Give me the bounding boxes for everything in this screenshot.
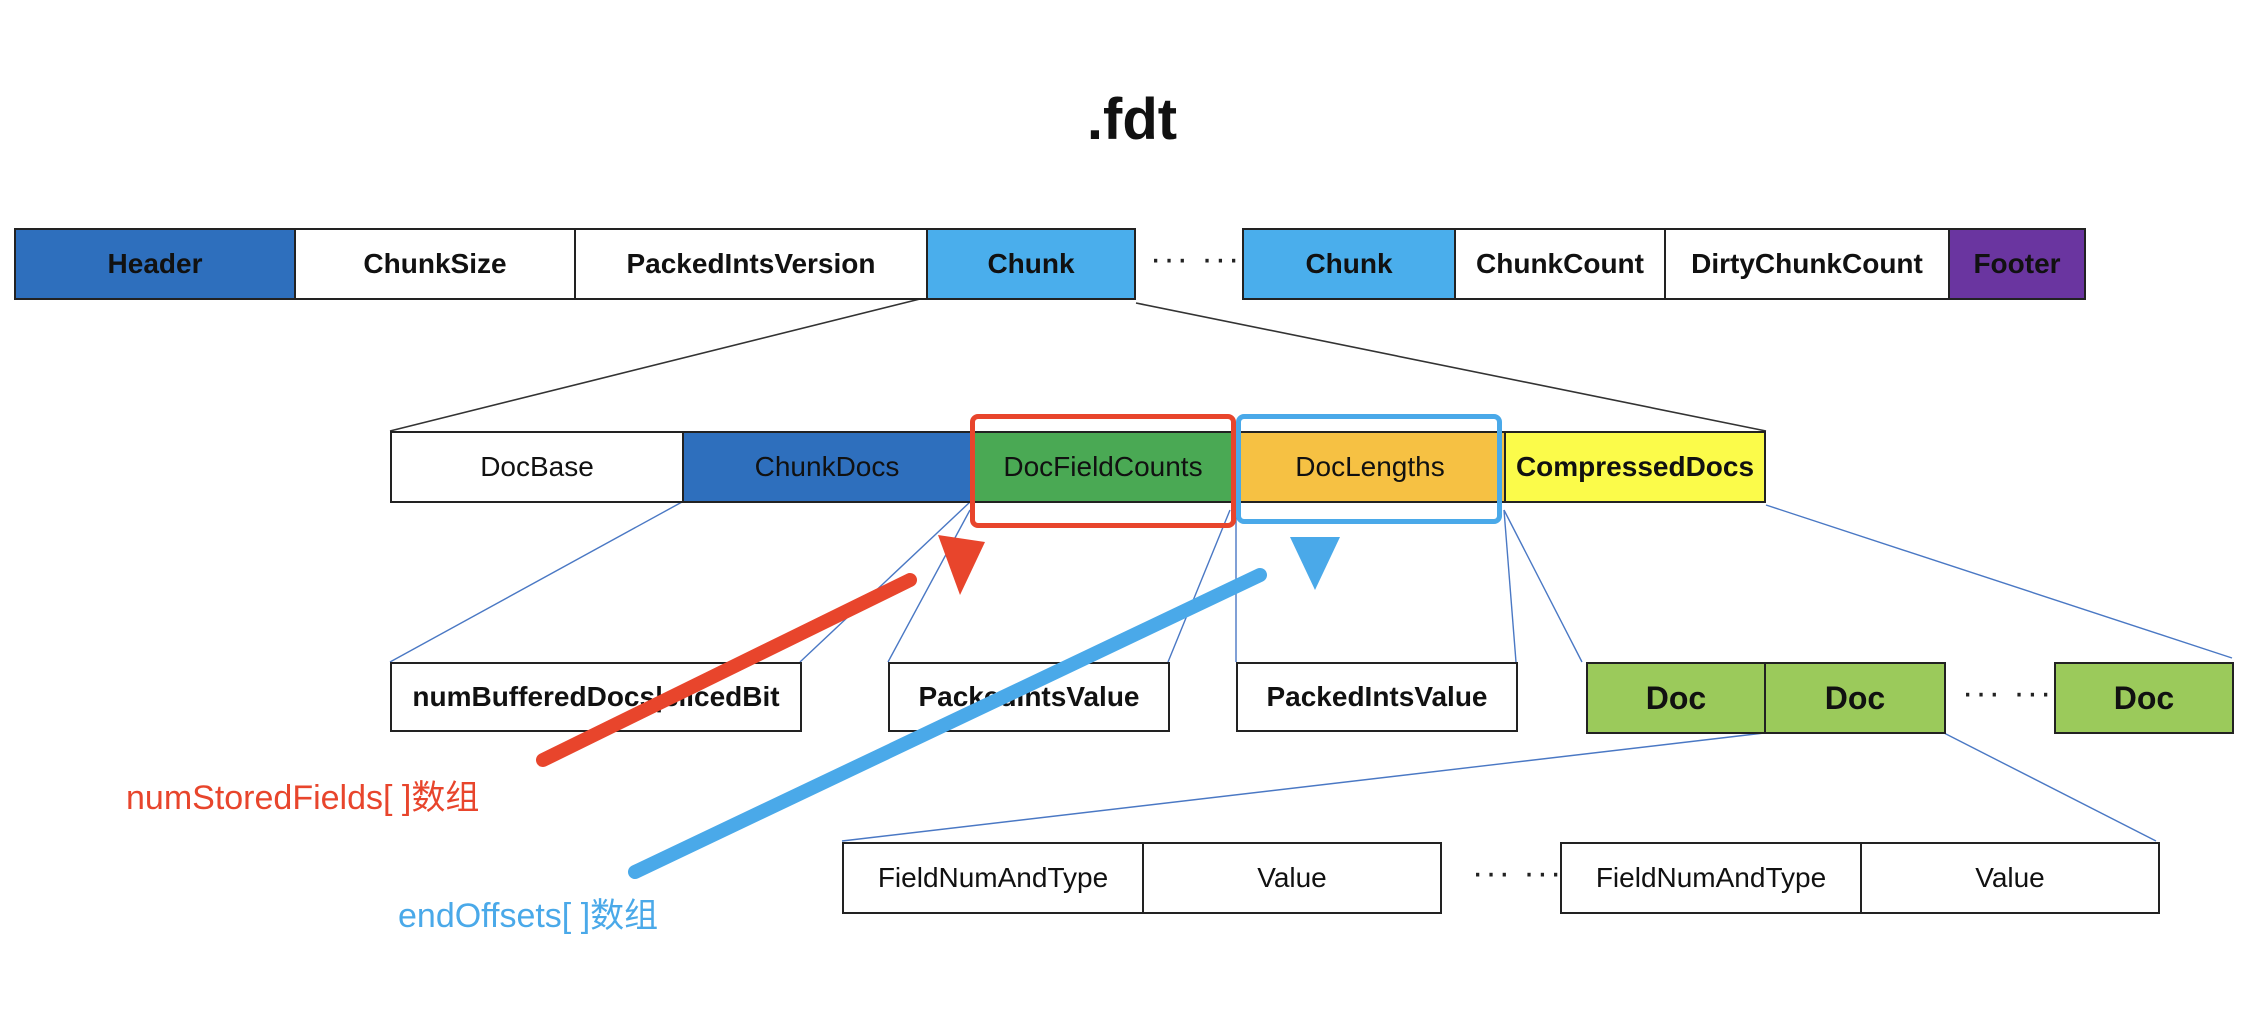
num-stored-fields-label: numStoredFields[ ]数组 [126,779,480,817]
chunk-box-2: Chunk [1242,228,1456,300]
field-counts-value-box: PackedIntsValue [888,662,1170,732]
value-box-2: Value [1860,842,2160,914]
connector-fieldcounts-left [887,509,971,663]
doc-base-box: DocBase [390,431,684,503]
chunk-box-1: Chunk [926,228,1136,300]
chunk-count-box: ChunkCount [1454,228,1666,300]
doc-field-counts-highlight [970,414,1236,528]
fields-ellipsis: ··· ··· [1472,854,1564,892]
packed-ints-version-box: PackedIntsVersion [574,228,928,300]
field-num-and-type-box-1: FieldNumAndType [842,842,1144,914]
connector-doc-left [841,732,1765,842]
connector-chunkdocs-left [389,501,683,663]
red-arrow-shaft [536,573,917,767]
compressed-docs-box: CompressedDocs [1504,431,1766,503]
value-box-1: Value [1142,842,1442,914]
connector-chunkdocs-right [799,501,971,663]
red-arrow-head [938,535,985,595]
dirty-chunk-count-box: DirtyChunkCount [1664,228,1950,300]
footer-box: Footer [1948,228,2086,300]
connector-compressed-left [1503,509,1583,663]
doc-lengths-box: DocLengths [1234,431,1506,503]
diagram-title: .fdt [1086,87,1178,152]
lengths-value-box: PackedIntsValue [1236,662,1518,732]
field-num-and-type-box-2: FieldNumAndType [1560,842,1862,914]
doc-box-1: Doc [1586,662,1766,734]
doc-box-3: Doc [2054,662,2234,734]
connector-lengths-right [1503,509,1517,663]
connector-compressed-right [1765,504,2233,659]
doc-lengths-highlight [1236,414,1502,524]
doc-box-2: Doc [1764,662,1946,734]
connector-chunk-left [389,297,925,432]
chunk-size-box: ChunkSize [294,228,576,300]
chunk-docs-value-box: numBufferedDocs|slicedBit [390,662,802,732]
connector-chunk-right [1135,302,1767,432]
connector-fieldcounts-right [1167,509,1231,663]
header-box: Header [14,228,296,300]
blue-arrow-shaft [628,568,1267,879]
connector-doc-right [1943,732,2157,842]
end-offsets-label: endOffsets[ ]数组 [398,897,659,935]
docs-ellipsis: ··· ··· [1962,674,2054,712]
top-ellipsis: ··· ··· [1150,240,1242,278]
blue-arrow-head [1290,537,1340,590]
